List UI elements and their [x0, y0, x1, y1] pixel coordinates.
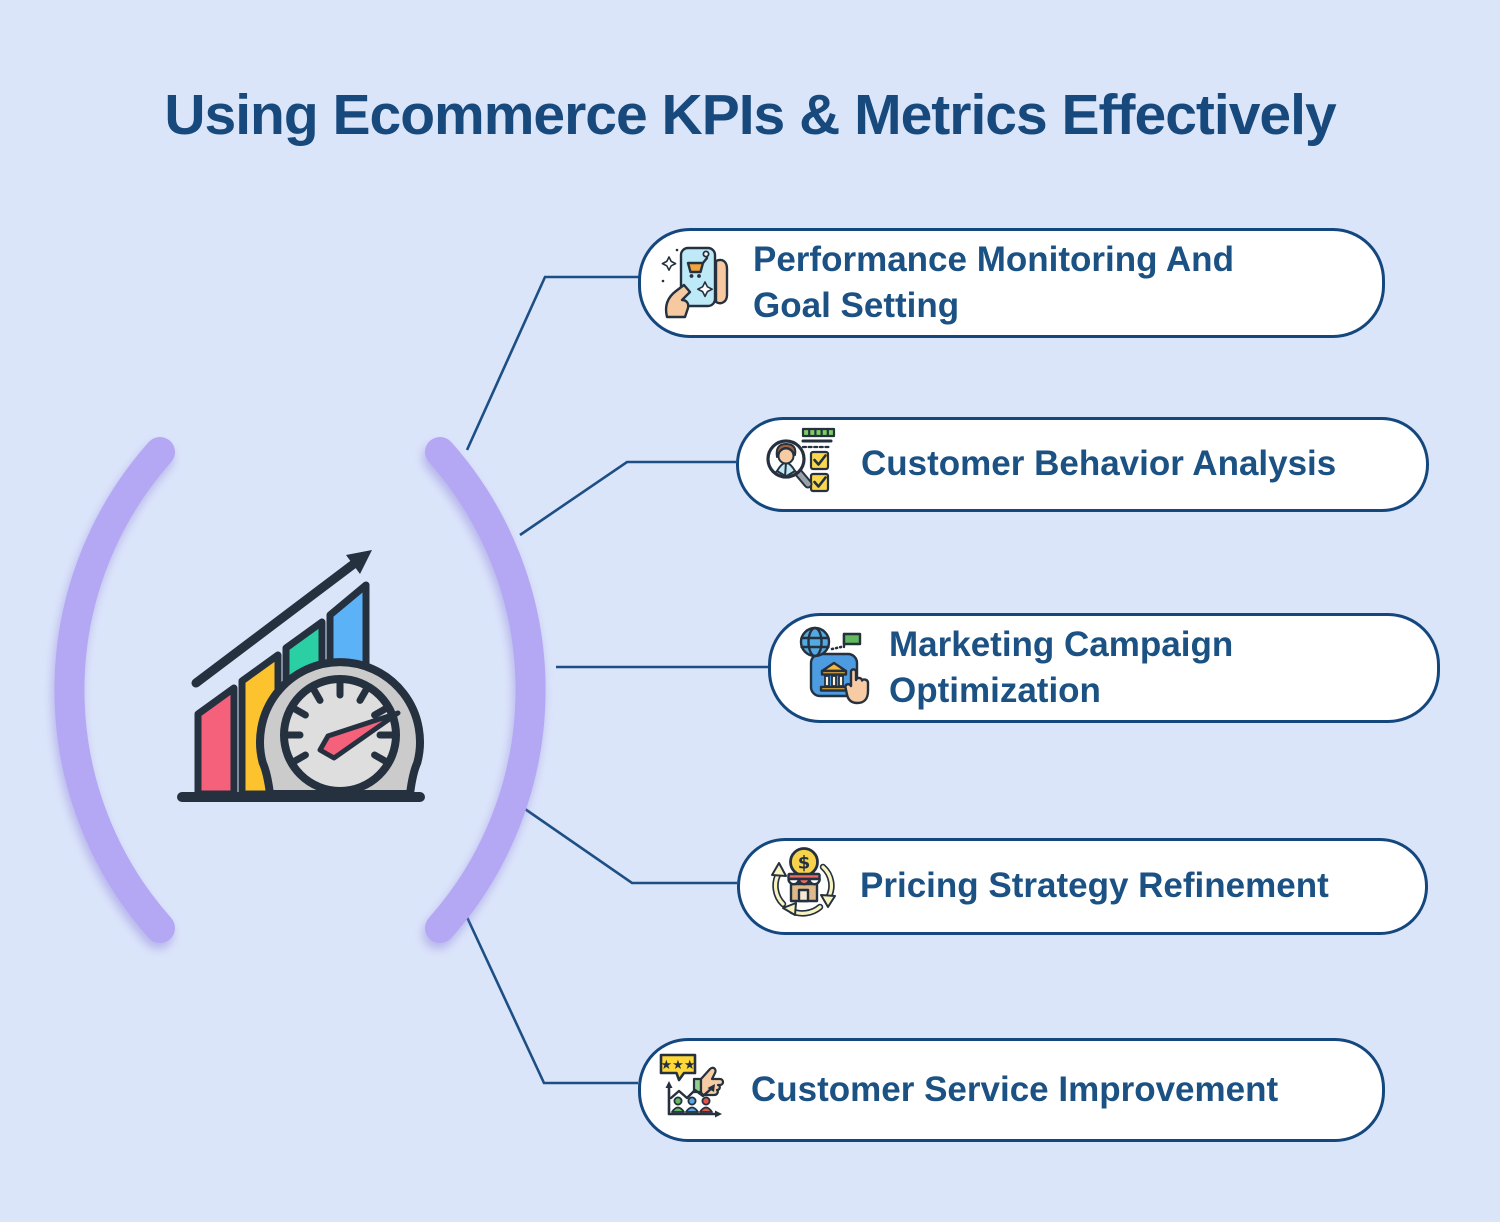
kpi-box-marketing-campaign: Marketing Campaign Optimization: [768, 613, 1440, 723]
gauge-ticks: [282, 677, 398, 766]
kpi-box-customer-service: ★★★ Customer Service Improvement: [638, 1038, 1385, 1142]
connector-performance: [465, 275, 640, 451]
bar-pink: [194, 684, 238, 798]
gauge-needle: [317, 710, 401, 761]
connector-lines: [464, 275, 770, 1085]
kpi-box-label: Performance Monitoring And Goal Setting: [753, 239, 1234, 325]
kpi-box-label: Customer Service Improvement: [751, 1069, 1279, 1109]
growth-arrow-icon: [191, 550, 372, 688]
bracket-shapes: [54, 437, 546, 943]
right-bracket-shape: [425, 437, 546, 943]
left-bracket-shape: [54, 437, 175, 943]
dollar-store-cycle-arrows-icon: $: [771, 846, 836, 917]
magnifier-person-checklist-icon: [766, 427, 836, 492]
kpi-box-customer-behavior: Customer Behavior Analysis: [736, 417, 1429, 512]
phone-shopping-hands-icon: [661, 246, 729, 319]
kpi-box-pricing-strategy: $ Pricing Strategy Refinement: [737, 838, 1428, 935]
svg-text:$: $: [798, 852, 811, 873]
kpi-box-label: Marketing Campaign Optimization: [889, 624, 1234, 710]
connector-service: [464, 914, 638, 1085]
page-title: Using Ecommerce KPIs & Metrics Effective…: [164, 83, 1336, 147]
connector-pricing: [524, 807, 737, 885]
kpi-box-label: Pricing Strategy Refinement: [860, 866, 1329, 906]
speedometer-growth-illustration: [177, 550, 425, 802]
kpi-box-label: Customer Behavior Analysis: [861, 444, 1337, 484]
svg-text:★★★: ★★★: [661, 1058, 696, 1073]
rating-thumbs-up-people-chart-icon: ★★★: [659, 1053, 725, 1118]
connector-behavior: [519, 460, 736, 537]
globe-bank-pointer-icon: [799, 626, 870, 705]
kpi-box-performance-monitoring: Performance Monitoring And Goal Setting: [638, 228, 1385, 338]
